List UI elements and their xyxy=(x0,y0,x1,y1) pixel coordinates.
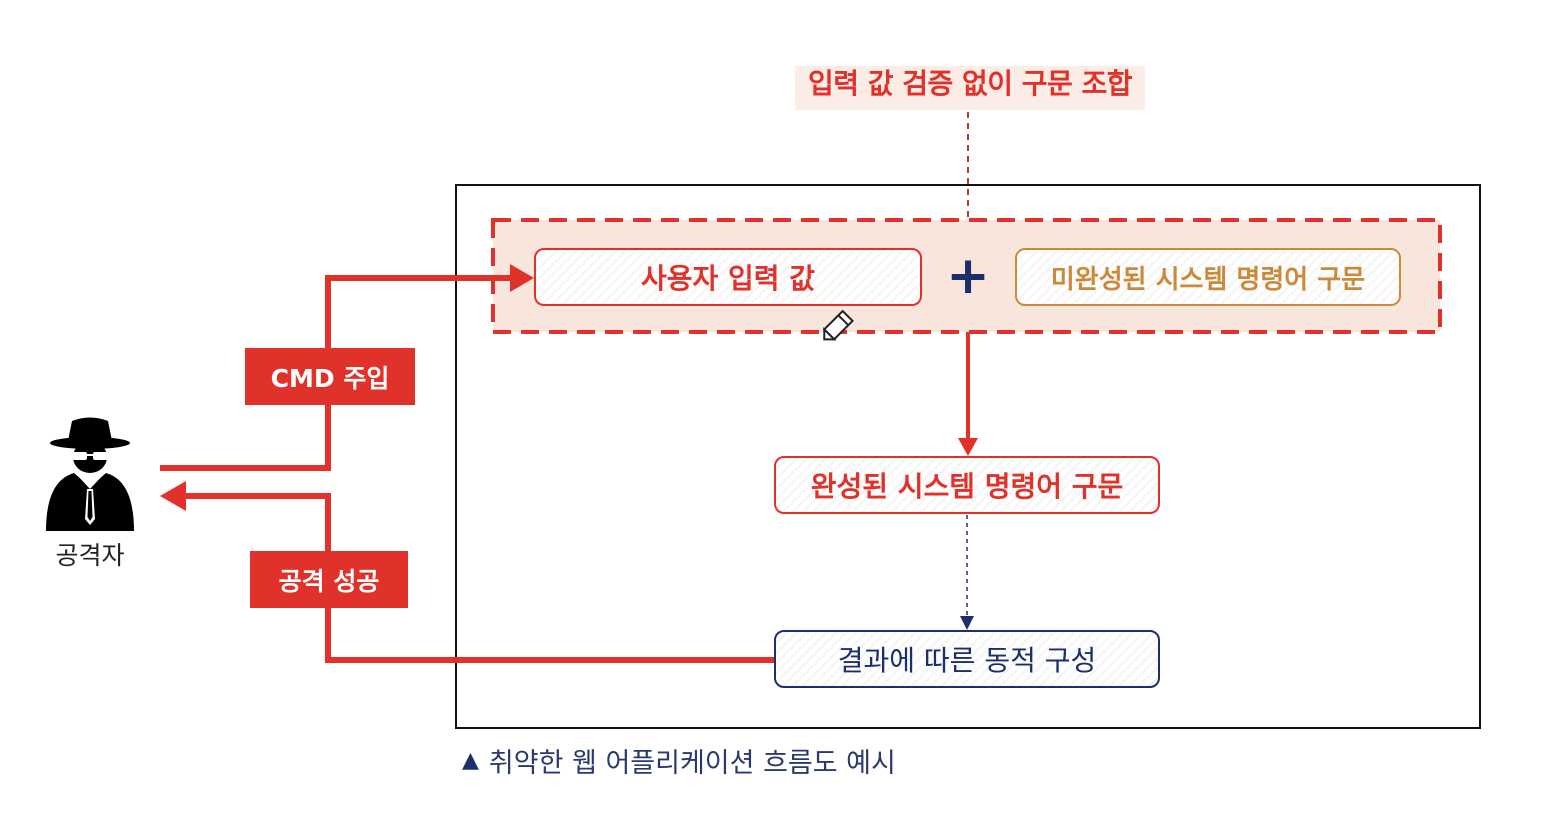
complete-command-node: 완성된 시스템 명령어 구문 xyxy=(774,456,1160,514)
attacker-label: 공격자 xyxy=(55,541,125,570)
dynamic-result-node: 결과에 따른 동적 구성 xyxy=(774,630,1160,688)
caption-text: 취약한 웹 어플리케이션 흐름도 예시 xyxy=(488,747,896,779)
annotation-label: 입력 값 검증 없이 구문 조합 xyxy=(807,67,1133,100)
incomplete-command-node: 미완성된 시스템 명령어 구문 xyxy=(1015,248,1401,306)
incomplete-command-label: 미완성된 시스템 명령어 구문 xyxy=(1050,264,1366,295)
user-input-label: 사용자 입력 값 xyxy=(640,262,816,295)
cmd-inject-tag: CMD 주입 xyxy=(245,348,415,405)
pencil-cursor-icon xyxy=(822,310,854,341)
user-input-node: 사용자 입력 값 xyxy=(534,248,922,306)
hacker-icon xyxy=(46,417,134,531)
cmd-inject-arrowhead xyxy=(510,264,534,292)
dynamic-result-label: 결과에 따른 동적 구성 xyxy=(837,644,1097,677)
annotation-band xyxy=(795,66,1145,110)
application-frame xyxy=(455,184,1481,729)
complete-command-label: 완성된 시스템 명령어 구문 xyxy=(810,470,1124,503)
figure-caption: ▲ 취약한 웹 어플리케이션 흐름도 예시 xyxy=(462,742,896,779)
attack-success-arrowhead xyxy=(160,481,186,511)
attack-success-tag: 공격 성공 xyxy=(250,551,408,608)
combine-down-arrowhead xyxy=(958,438,978,456)
plus-operator: + xyxy=(946,246,990,306)
execute-down-arrowhead xyxy=(960,616,974,630)
caption-triangle-icon: ▲ xyxy=(462,747,479,773)
